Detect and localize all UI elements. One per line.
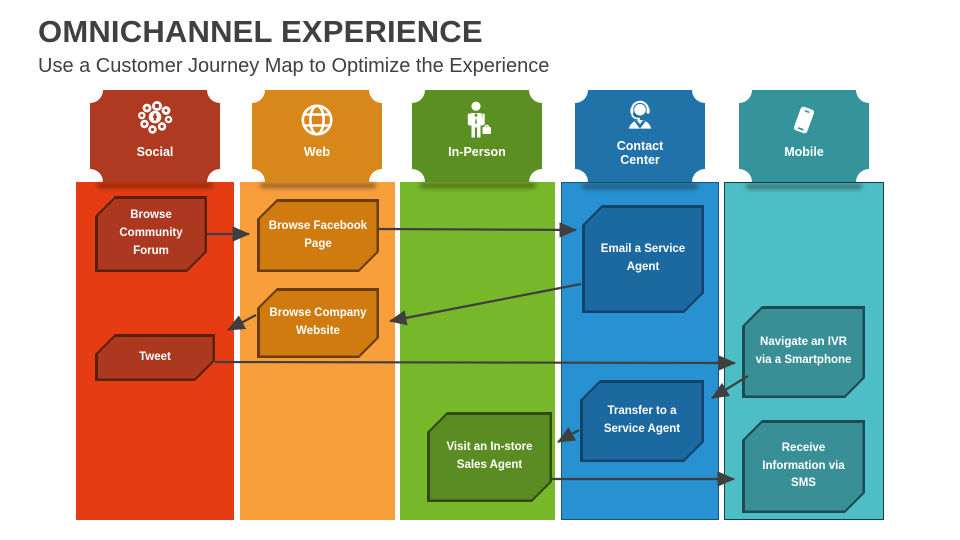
journey-box-label: Browse Facebook Page bbox=[268, 219, 368, 250]
channel-label: In-Person bbox=[448, 145, 506, 159]
badge-shadow bbox=[97, 183, 213, 188]
channel-label: Contact Center bbox=[616, 139, 664, 167]
column-social: Browse Community Forum Tweet bbox=[76, 182, 234, 520]
journey-box-tweet: Tweet bbox=[95, 334, 215, 381]
badge-shadow bbox=[746, 184, 862, 189]
channel-badge-contact-center: Contact Center bbox=[575, 90, 705, 182]
social-media-icon bbox=[138, 101, 173, 134]
badge-plaque-shape bbox=[90, 90, 220, 182]
journey-box-label: Tweet bbox=[139, 350, 171, 363]
column-web: Browse Facebook Page Browse Company Webs… bbox=[240, 182, 395, 520]
badge-plaque-shape bbox=[252, 90, 382, 182]
journey-box-visit-instore-sales-agent: Visit an In-store Sales Agent bbox=[427, 412, 552, 502]
journey-box-receive-sms: Receive Information via SMS bbox=[742, 420, 865, 513]
journey-box-email-service-agent: Email a Service Agent bbox=[582, 205, 704, 313]
badge-plaque-shape bbox=[412, 90, 542, 182]
channel-label: Social bbox=[136, 145, 174, 159]
column-mobile: Navigate an IVR via a Smartphone Receive… bbox=[724, 182, 884, 520]
journey-box-label: Browse Company Website bbox=[269, 307, 367, 337]
journey-box-browse-company-website: Browse Company Website bbox=[257, 288, 379, 358]
column-contact-center: Email a Service Agent Transfer to a Serv… bbox=[561, 182, 719, 520]
column-in-person: Visit an In-store Sales Agent bbox=[400, 182, 555, 520]
channel-label: Web bbox=[303, 145, 331, 159]
page-title: OMNICHANNEL EXPERIENCE bbox=[38, 14, 483, 49]
headset-agent-icon bbox=[628, 100, 652, 129]
channel-badge-mobile: Mobile bbox=[739, 90, 869, 182]
smartphone-icon bbox=[793, 106, 815, 134]
journey-box-browse-community-forum: Browse Community Forum bbox=[95, 196, 207, 272]
journey-box-transfer-service-agent: Transfer to a Service Agent bbox=[580, 380, 704, 462]
badge-plaque-shape bbox=[739, 90, 869, 182]
channel-badge-in-person: In-Person bbox=[412, 90, 542, 182]
journey-box-browse-facebook-page: Browse Facebook Page bbox=[257, 199, 379, 272]
journey-box-label: Visit an In-store Sales Agent bbox=[446, 441, 533, 471]
badge-shadow bbox=[419, 183, 536, 188]
badge-shadow bbox=[259, 183, 376, 188]
channel-label: Mobile bbox=[784, 145, 824, 159]
channel-badge-social: Social bbox=[90, 90, 220, 182]
person-briefcase-icon bbox=[467, 101, 491, 138]
journey-box-label: Transfer to a Service Agent bbox=[603, 405, 681, 435]
journey-box-label: Email a Service Agent bbox=[600, 243, 686, 273]
journey-box-label: Browse Community Forum bbox=[119, 209, 183, 257]
journey-box-label: Receive Information via SMS bbox=[762, 441, 845, 490]
badge-shadow bbox=[582, 184, 698, 189]
journey-box-label: Navigate an IVR via a Smartphone bbox=[755, 336, 852, 366]
page-subtitle: Use a Customer Journey Map to Optimize t… bbox=[38, 55, 550, 77]
channel-badge-web: Web bbox=[252, 90, 382, 182]
journey-box-navigate-ivr: Navigate an IVR via a Smartphone bbox=[742, 306, 865, 398]
globe-icon bbox=[301, 104, 333, 136]
badge-plaque-shape bbox=[575, 90, 705, 182]
